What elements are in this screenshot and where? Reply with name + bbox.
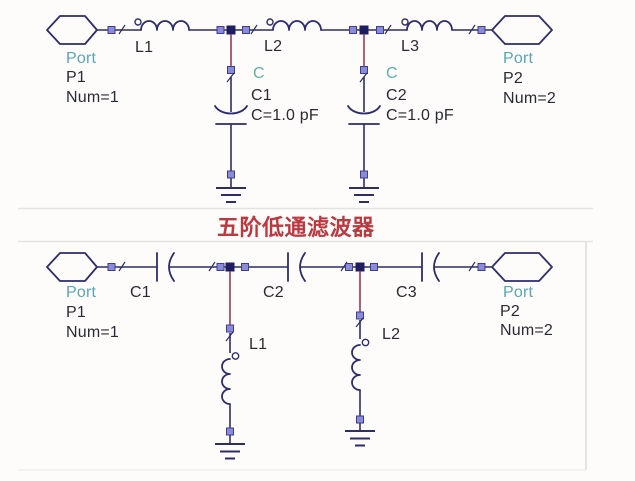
port-p1-num-label: Num=1 (66, 89, 120, 106)
inductor-l2-label: L2 (382, 326, 401, 343)
capacitor-c1-label: C1 (130, 284, 151, 301)
inductor-l1-label: L1 (135, 39, 154, 56)
port-p2-type-label: Port (503, 284, 534, 301)
pin1-circle (134, 18, 142, 26)
pin-node[interactable] (216, 26, 225, 34)
pin-tick (384, 24, 392, 35)
pin-tick (468, 24, 476, 35)
pin1-circle (401, 18, 409, 26)
pin-tick (118, 261, 126, 272)
port-p2-name-label: P2 (503, 70, 523, 87)
pin-node[interactable] (345, 263, 353, 271)
pin-node[interactable] (227, 170, 235, 179)
port-p1-name-label: P1 (66, 69, 86, 86)
ground-symbol[interactable] (349, 187, 379, 203)
junction-node[interactable] (225, 262, 235, 272)
pin-node[interactable] (226, 324, 234, 333)
pin-node[interactable] (242, 26, 250, 34)
port-p2-symbol[interactable] (491, 15, 553, 45)
top-circuit (46, 15, 553, 203)
junction-node[interactable] (226, 25, 236, 35)
pin-node[interactable] (227, 66, 235, 74)
junction-node[interactable] (355, 262, 365, 272)
capacitor-c2-value-label: C=1.0 pF (386, 107, 454, 124)
pin-tick (118, 24, 126, 35)
inductor-symbol[interactable] (351, 338, 370, 391)
pin-node[interactable] (376, 26, 384, 34)
bottom-circuit (46, 252, 553, 460)
inductor-l1-label: L1 (249, 336, 268, 353)
port-p1-type-label: Port (66, 284, 97, 301)
pin-node[interactable] (226, 427, 234, 436)
pin1-circle (266, 18, 274, 26)
port-p2-symbol[interactable] (491, 252, 553, 282)
capacitor-c1-type-label: C (253, 65, 265, 82)
port-p2-num-label: Num=2 (503, 90, 557, 107)
section-dividers (18, 207, 593, 471)
port-p1-type-label: Port (66, 50, 97, 67)
pin-node[interactable] (107, 26, 116, 34)
pin-tick (250, 24, 258, 35)
section-title: 五阶低通滤波器 (217, 215, 375, 240)
pin-node[interactable] (356, 311, 364, 320)
ground-symbol[interactable] (216, 187, 246, 203)
inductor-l1-symbol[interactable] (134, 18, 190, 31)
pin-node[interactable] (241, 263, 249, 271)
capacitor-c2-branch[interactable] (347, 34, 381, 203)
inductor-symbol[interactable] (221, 352, 240, 405)
inductor-l3-symbol[interactable] (401, 18, 453, 31)
pin-tick (208, 261, 216, 272)
capacitor-c3-label: C3 (396, 284, 417, 301)
inductor-l1-branch[interactable] (215, 271, 245, 460)
capacitor-c2-name-label: C2 (386, 87, 407, 104)
pin-node[interactable] (477, 26, 486, 34)
pin-tick (468, 261, 476, 272)
inductor-l2-branch[interactable] (345, 271, 375, 447)
port-p2-type-label: Port (503, 50, 534, 67)
capacitor-c1-value-label: C=1.0 pF (251, 107, 319, 124)
capacitor-c2-label: C2 (263, 284, 284, 301)
inductor-l3-label: L3 (401, 38, 420, 55)
capacitor-c2-type-label: C (386, 65, 398, 82)
pin-node[interactable] (356, 415, 364, 424)
port-p2-num-label: Num=2 (500, 322, 554, 339)
pin1-circle (231, 352, 240, 360)
junction-node[interactable] (359, 25, 369, 35)
inductor-l2-label: L2 (264, 38, 283, 55)
port-p2-name-label: P2 (500, 303, 520, 320)
ground-symbol[interactable] (215, 443, 245, 460)
pin1-circle (361, 338, 370, 347)
capacitor-c1-branch[interactable] (214, 34, 248, 203)
port-p1-symbol[interactable] (46, 252, 98, 282)
port-p1-num-label: Num=1 (66, 324, 120, 341)
ground-symbol[interactable] (345, 430, 375, 447)
inductor-l2-symbol[interactable] (266, 18, 322, 31)
pin-node[interactable] (216, 263, 225, 271)
pin-node[interactable] (349, 26, 357, 34)
pin-node[interactable] (107, 263, 116, 271)
pin-node[interactable] (370, 263, 378, 271)
pin-node[interactable] (360, 66, 368, 74)
port-p1-symbol[interactable] (46, 15, 98, 45)
pin-node[interactable] (360, 170, 368, 179)
port-p1-name-label: P1 (66, 304, 86, 321)
capacitor-c1-name-label: C1 (251, 87, 272, 104)
pin-node[interactable] (477, 263, 486, 271)
